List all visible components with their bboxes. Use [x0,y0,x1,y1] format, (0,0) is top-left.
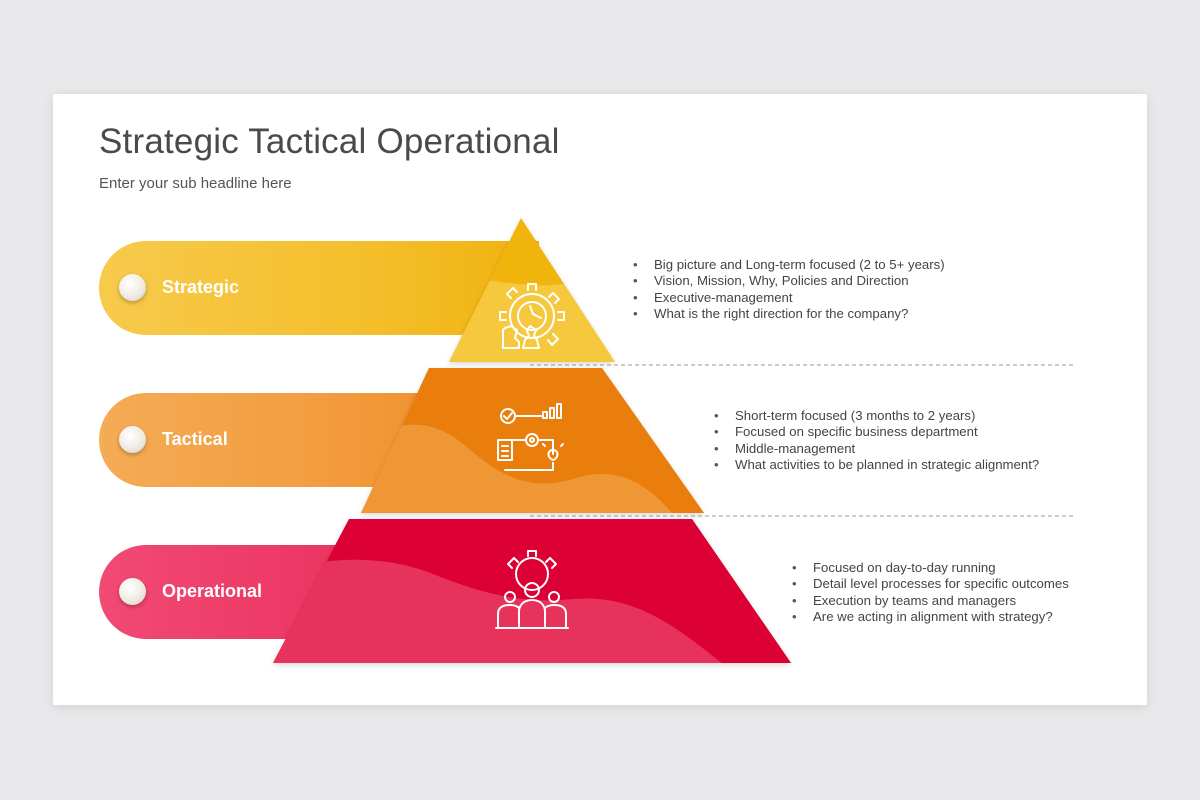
list-item: Are we acting in alignment with strategy… [792,609,1069,626]
tactical-label: Tactical [162,429,228,449]
pyramid-diagram [273,218,1075,663]
list-item: Big picture and Long-term focused (2 to … [633,257,945,274]
operational-bullet-list: Focused on day-to-day running Detail lev… [792,560,1069,626]
list-item: Middle-management [714,441,1039,458]
tactical-bullet-list: Short-term focused (3 months to 2 years)… [714,408,1039,474]
team-gear-icon [495,550,569,629]
operational-label: Operational [162,581,263,601]
list-item: What is the right direction for the comp… [633,306,945,323]
slide-subtitle: Enter your sub headline here [99,175,292,192]
list-item: Vision, Mission, Why, Policies and Direc… [633,273,945,290]
strategic-label: Strategic [162,277,240,297]
pyramid-bottom-section [273,519,791,663]
list-item: Short-term focused (3 months to 2 years) [714,408,1039,425]
list-item: What activities to be planned in strateg… [714,457,1039,474]
list-item: Executive-management [633,290,945,307]
list-item: Focused on specific business department [714,424,1039,441]
strategy-gear-chess-icon [499,283,565,349]
list-item: Detail level processes for specific outc… [792,576,1069,593]
planning-checklist-gear-icon [497,403,564,471]
slide: Strategic Tactical Operational Enter you… [53,94,1147,705]
slide-title: Strategic Tactical Operational [99,122,560,161]
strategic-bullet-list: Big picture and Long-term focused (2 to … [633,257,945,323]
list-item: Execution by teams and managers [792,593,1069,610]
pyramid-middle-section [361,368,704,513]
strategic-knob-icon [119,274,146,301]
strategic-label-bar: Strategic [99,241,539,335]
pyramid-top-section [449,218,615,362]
list-item: Focused on day-to-day running [792,560,1069,577]
operational-knob-icon [119,578,146,605]
tactical-knob-icon [119,426,146,453]
